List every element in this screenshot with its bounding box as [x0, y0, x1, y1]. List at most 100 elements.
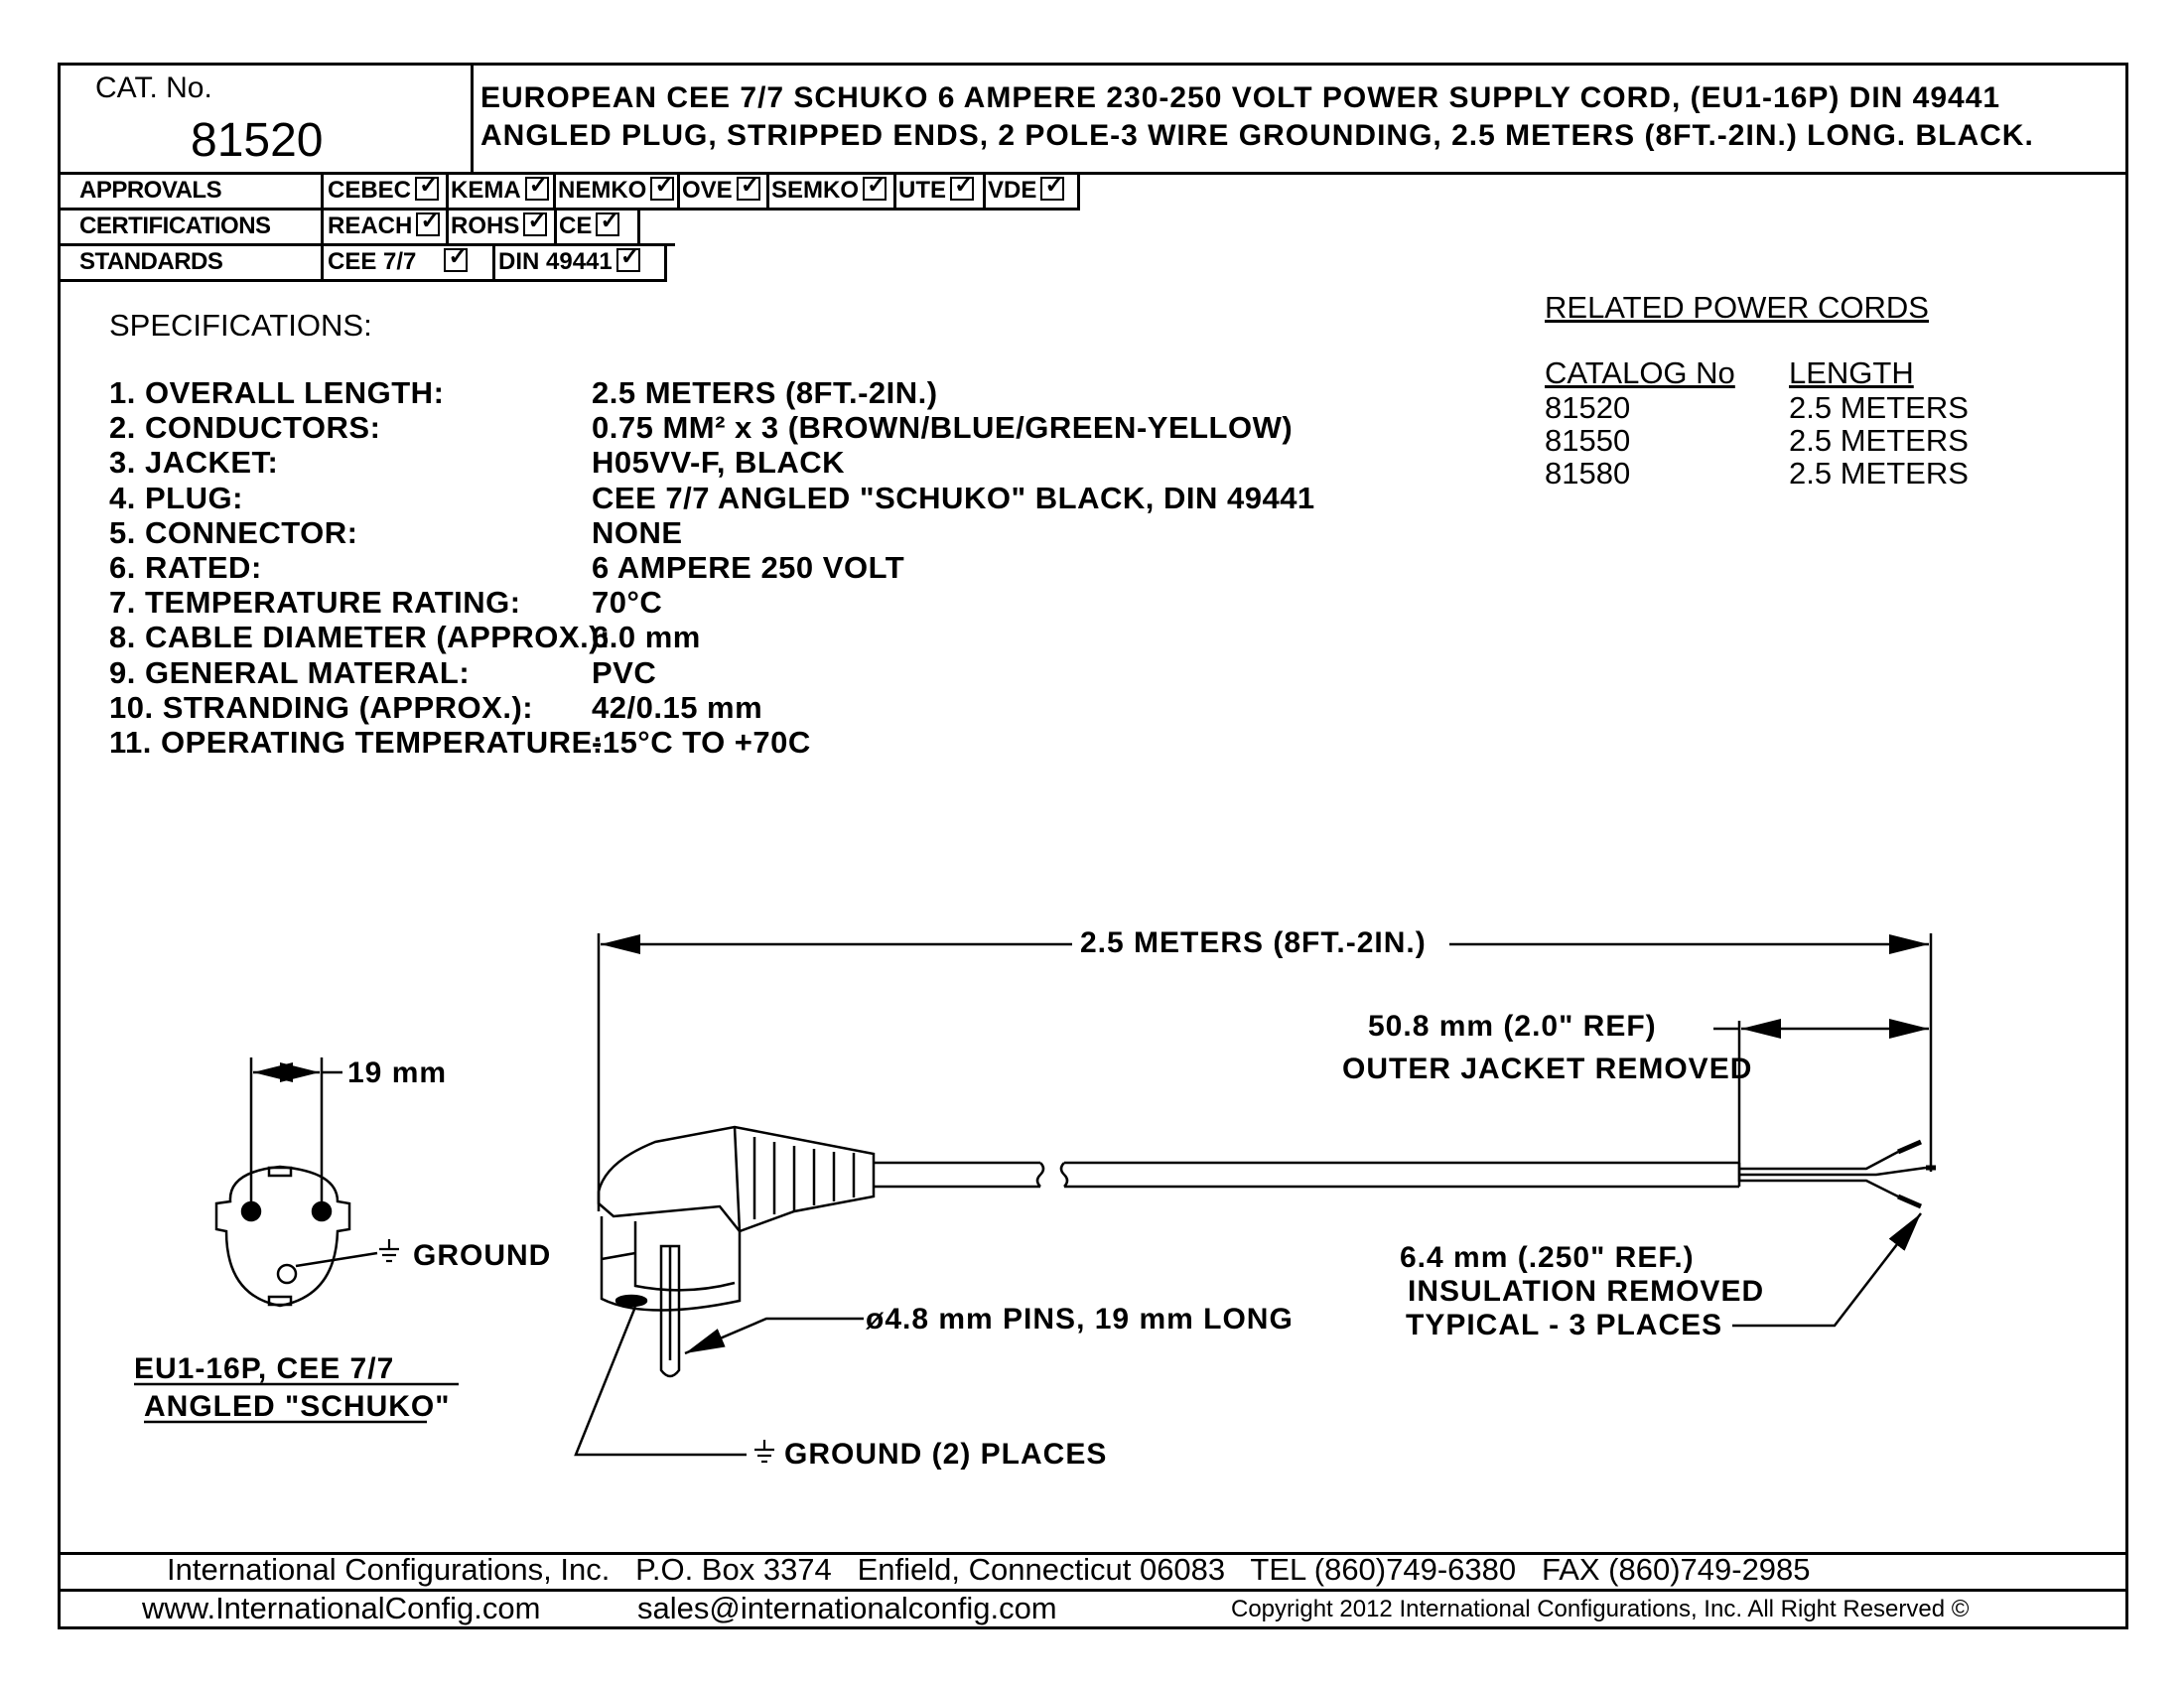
insulation-line-2: INSULATION REMOVED: [1408, 1275, 1765, 1308]
check-icon: [1040, 171, 1064, 201]
related-catalog: 81520: [1545, 390, 1631, 425]
plug-pin: [659, 1244, 681, 1378]
compliance-line: [58, 243, 675, 246]
approvals-label: APPROVALS: [79, 177, 222, 204]
check-icon: [650, 171, 674, 201]
spec-label: 2. CONDUCTORS:: [109, 410, 381, 445]
check-icon: [863, 171, 887, 201]
cell-divider: [893, 172, 896, 209]
spec-label: 9. GENERAL MATERAL:: [109, 655, 471, 690]
spec-label: 5. CONNECTOR:: [109, 515, 358, 550]
description-line-1: EUROPEAN CEE 7/7 SCHUKO 6 AMPERE 230-250…: [480, 81, 2001, 114]
cell-divider: [446, 208, 449, 244]
check-icon: [736, 171, 760, 201]
spec-label: 4. PLUG:: [109, 481, 243, 515]
related-length: 2.5 METERS: [1789, 456, 1969, 491]
wire: [1739, 1150, 1899, 1171]
certifications-label: CERTIFICATIONS: [79, 212, 271, 239]
certification-ce: CE: [559, 207, 619, 240]
company-line: International Configurations, Inc. P.O. …: [167, 1552, 1811, 1587]
cell-divider: [983, 172, 986, 209]
spec-value: 42/0.15 mm: [592, 690, 763, 725]
check-icon: [950, 171, 974, 201]
plug-caption-line-1: EU1-16P, CEE 7/7: [134, 1352, 395, 1385]
overall-length-label: 2.5 METERS (8FT.-2IN.): [1080, 926, 1427, 959]
spec-label: 11. OPERATING TEMPERATURE:: [109, 725, 604, 760]
spec-value: -15°C TO +70C: [592, 725, 811, 760]
check-icon: [444, 242, 469, 272]
cell-divider: [1077, 172, 1080, 209]
specs-title: SPECIFICATIONS:: [109, 308, 372, 343]
compliance-line: [58, 208, 1080, 211]
insulation-line-3: TYPICAL - 3 PLACES: [1406, 1309, 1723, 1341]
related-col-length: LENGTH: [1789, 355, 1914, 390]
plug-front-pin: [311, 1200, 333, 1222]
spec-value: PVC: [592, 655, 657, 690]
drawing-frame: [58, 63, 2128, 1629]
website-link[interactable]: www.InternationalConfig.com: [142, 1591, 541, 1625]
footer-divider: [58, 1589, 2128, 1592]
insulation-leader: [1732, 1212, 1922, 1328]
plug-front-clip: [267, 1166, 293, 1178]
related-title: RELATED POWER CORDS: [1545, 290, 1929, 325]
plug-face-inner: [633, 1221, 736, 1292]
approval-ove: OVE: [682, 171, 760, 205]
cell-divider: [766, 172, 769, 209]
related-length: 2.5 METERS: [1789, 390, 1969, 425]
spec-label: 6. RATED:: [109, 550, 262, 585]
ground-symbol-icon: [754, 1440, 774, 1464]
spec-value: 2.5 METERS (8FT.-2IN.): [592, 375, 938, 410]
check-icon: [615, 242, 640, 272]
cell-divider: [677, 172, 680, 209]
approval-kema: KEMA: [451, 171, 549, 205]
cell-divider: [553, 172, 556, 209]
cat-divider: [471, 63, 474, 174]
pins-leader: [684, 1317, 864, 1355]
plug-face: [600, 1216, 742, 1312]
ground-leader: [574, 1306, 747, 1457]
approval-semko: SEMKO: [771, 171, 887, 205]
cable-break: [1035, 1162, 1045, 1188]
copyright: Copyright 2012 International Configurati…: [1231, 1596, 1970, 1622]
description-line-2: ANGLED PLUG, STRIPPED ENDS, 2 POLE-3 WIR…: [480, 119, 2034, 152]
cell-divider: [637, 208, 640, 244]
plug-body: [597, 1125, 876, 1233]
compliance-line: [321, 172, 324, 282]
check-icon: [415, 171, 439, 201]
approval-nemko: NEMKO: [558, 171, 674, 205]
check-icon: [416, 207, 440, 236]
wire-tip: [1897, 1194, 1922, 1209]
related-length: 2.5 METERS: [1789, 423, 1969, 458]
email-link[interactable]: sales@internationalconfig.com: [637, 1591, 1057, 1625]
spec-value: 6.0 mm: [592, 620, 701, 654]
cat-label: CAT. No.: [95, 71, 212, 104]
check-icon: [596, 207, 619, 236]
plug-face-line: [601, 1251, 636, 1261]
insulation-line-1: 6.4 mm (.250" REF.): [1400, 1241, 1695, 1274]
spec-label: 8. CABLE DIAMETER (APPROX.):: [109, 620, 611, 654]
standard-cee77: CEE 7/7: [328, 242, 469, 276]
jacket-removed-text: OUTER JACKET REMOVED: [1342, 1053, 1753, 1085]
check-icon: [523, 207, 547, 236]
related-catalog: 81550: [1545, 423, 1631, 458]
wire: [1739, 1179, 1899, 1198]
approval-vde: VDE: [988, 171, 1064, 205]
ground-front-leader: [295, 1251, 378, 1268]
spec-value: CEE 7/7 ANGLED "SCHUKO" BLACK, DIN 49441: [592, 481, 1315, 515]
pin-spacing-label: 19 mm: [347, 1056, 448, 1089]
ground-symbol-icon: [379, 1239, 399, 1263]
jacket-removed-dim: 50.8 mm (2.0" REF): [1368, 1010, 1657, 1043]
standard-din49441: DIN 49441: [498, 242, 640, 276]
ground-clip: [614, 1294, 648, 1308]
ground-label: GROUND: [413, 1239, 552, 1272]
spec-label: 3. JACKET:: [109, 445, 279, 480]
plug-front-pin: [240, 1200, 262, 1222]
cell-divider: [492, 243, 495, 282]
plug-detail: [733, 1126, 742, 1232]
spec-label: 1. OVERALL LENGTH:: [109, 375, 445, 410]
related-col-catalog: CATALOG No: [1545, 355, 1735, 390]
cable-break: [1059, 1162, 1069, 1188]
approval-ute: UTE: [898, 171, 974, 205]
plug-caption-line-2: ANGLED "SCHUKO": [144, 1390, 451, 1423]
